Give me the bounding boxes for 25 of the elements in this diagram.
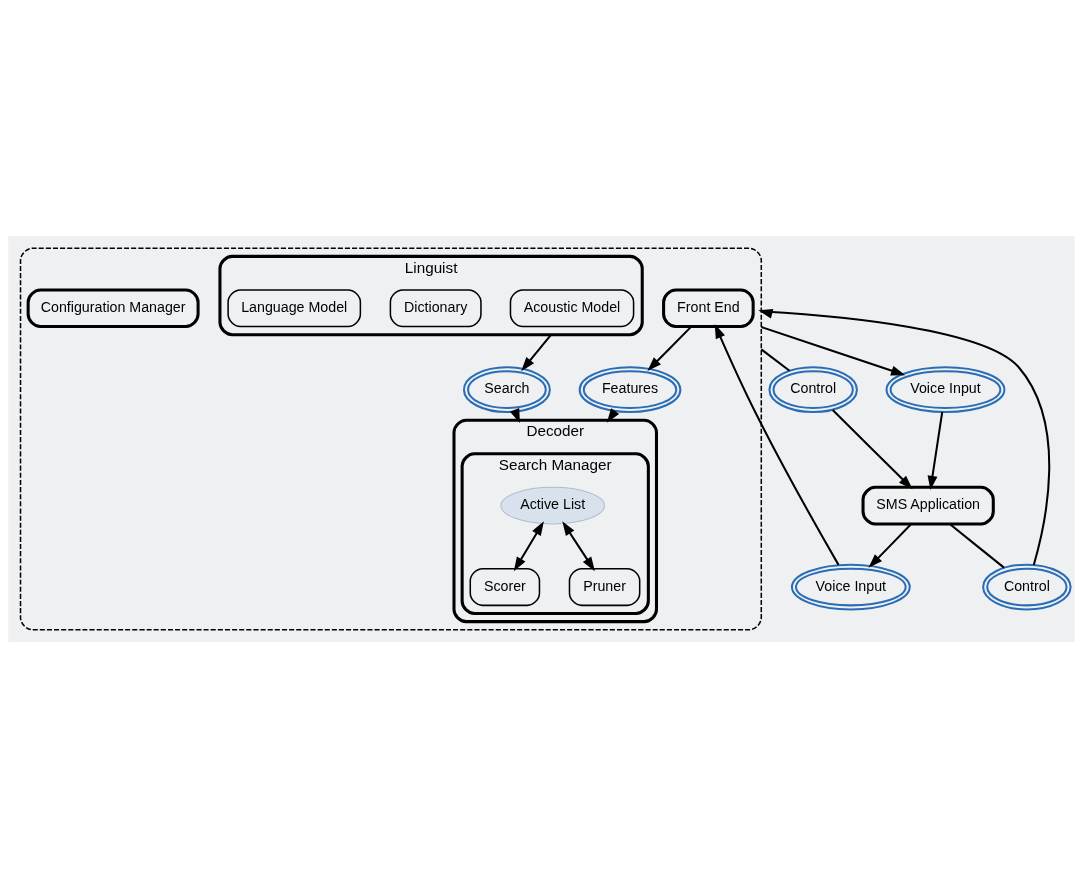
arrow [760, 325, 906, 375]
node-ellipse: Voice Input [790, 563, 911, 610]
node-ellipse: Control [982, 563, 1072, 610]
arrow [758, 308, 1051, 565]
node-box: Pruner [568, 567, 641, 606]
arrow [562, 520, 595, 571]
node-box: SMS Application [861, 485, 995, 525]
cluster [19, 246, 763, 631]
node-box: Acoustic Model [509, 288, 635, 327]
arrow [714, 323, 840, 565]
connector [760, 348, 791, 371]
arrow [647, 325, 692, 371]
arrow [513, 520, 544, 571]
node-box: Front End [662, 287, 755, 328]
node-box: Scorer [469, 567, 541, 606]
node-box: Language Model [227, 288, 362, 327]
node-box: Dictionary [389, 288, 482, 327]
connector [949, 523, 1005, 568]
node-ellipse: Control [768, 365, 858, 413]
arrow [521, 333, 552, 371]
arrow [927, 411, 944, 490]
arrow [868, 523, 912, 568]
node-box: Configuration Manager [26, 287, 200, 328]
node-ellipse: Active List [500, 486, 605, 524]
arrow [831, 408, 913, 489]
